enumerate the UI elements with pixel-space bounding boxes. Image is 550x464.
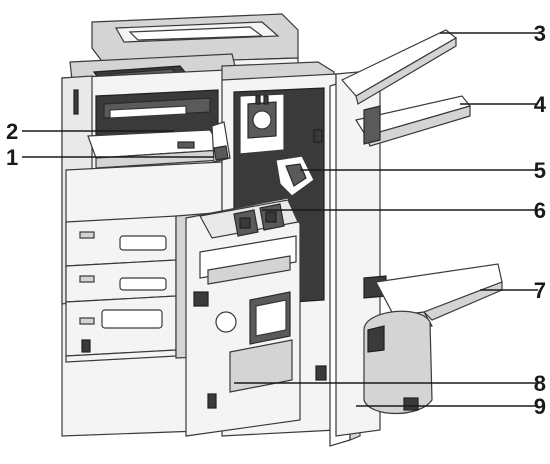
- callout-4: 4: [534, 92, 547, 117]
- stacker-tray: [355, 95, 472, 147]
- callout-1: 1: [6, 145, 18, 170]
- top-tray: [341, 29, 458, 105]
- staple-cartridge: [275, 155, 315, 197]
- callout-7: 7: [534, 278, 546, 303]
- paper-tray-2: [65, 259, 177, 303]
- callout-numbers: 3 4 5 6 7 8 9 2 1: [6, 21, 547, 419]
- finisher-module: [185, 29, 503, 447]
- booklet-maker-unit: [185, 197, 301, 437]
- leader-lines: [22, 32, 538, 407]
- callout-8: 8: [534, 371, 546, 396]
- jam-clearance-lever: [211, 121, 231, 163]
- callout-2: 2: [6, 119, 18, 144]
- paper-tray-1: [65, 215, 177, 267]
- callout-3: 3: [534, 21, 546, 46]
- output-cavity: [95, 89, 219, 139]
- center-tray: [87, 129, 224, 169]
- booklet-bin: [363, 310, 433, 415]
- callout-5: 5: [534, 158, 546, 183]
- paper-tray-3: [65, 295, 177, 357]
- callout-6: 6: [534, 198, 546, 223]
- callout-9: 9: [534, 394, 546, 419]
- inner-mechanism: [239, 93, 285, 155]
